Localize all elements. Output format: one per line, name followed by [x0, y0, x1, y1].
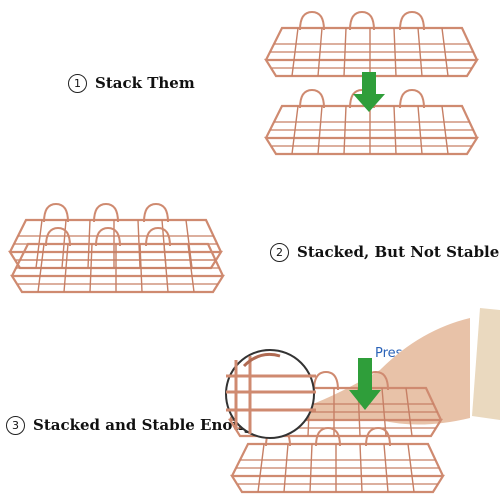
step-3-caption: 3 Stacked and Stable Enough [6, 416, 265, 435]
step-1-label: Stack Them [95, 74, 195, 92]
step-3-label: Stacked and Stable Enough [33, 416, 265, 434]
arrow-down-icon-1 [353, 72, 385, 112]
step-1-caption: 1 Stack Them [68, 74, 195, 93]
step-2-label: Stacked, But Not Stable [297, 243, 500, 261]
zoom-inset [225, 349, 316, 439]
tray-top-1 [264, 10, 479, 78]
step-2-caption: 2 Stacked, But Not Stable [270, 243, 499, 262]
pressing-hand [286, 308, 500, 425]
step-1-number: 1 [68, 74, 87, 93]
step-2-number: 2 [270, 243, 289, 262]
tray-stack-unstable [8, 202, 225, 294]
arrow-down-icon-2 [349, 358, 381, 410]
step-3-number: 3 [6, 416, 25, 435]
